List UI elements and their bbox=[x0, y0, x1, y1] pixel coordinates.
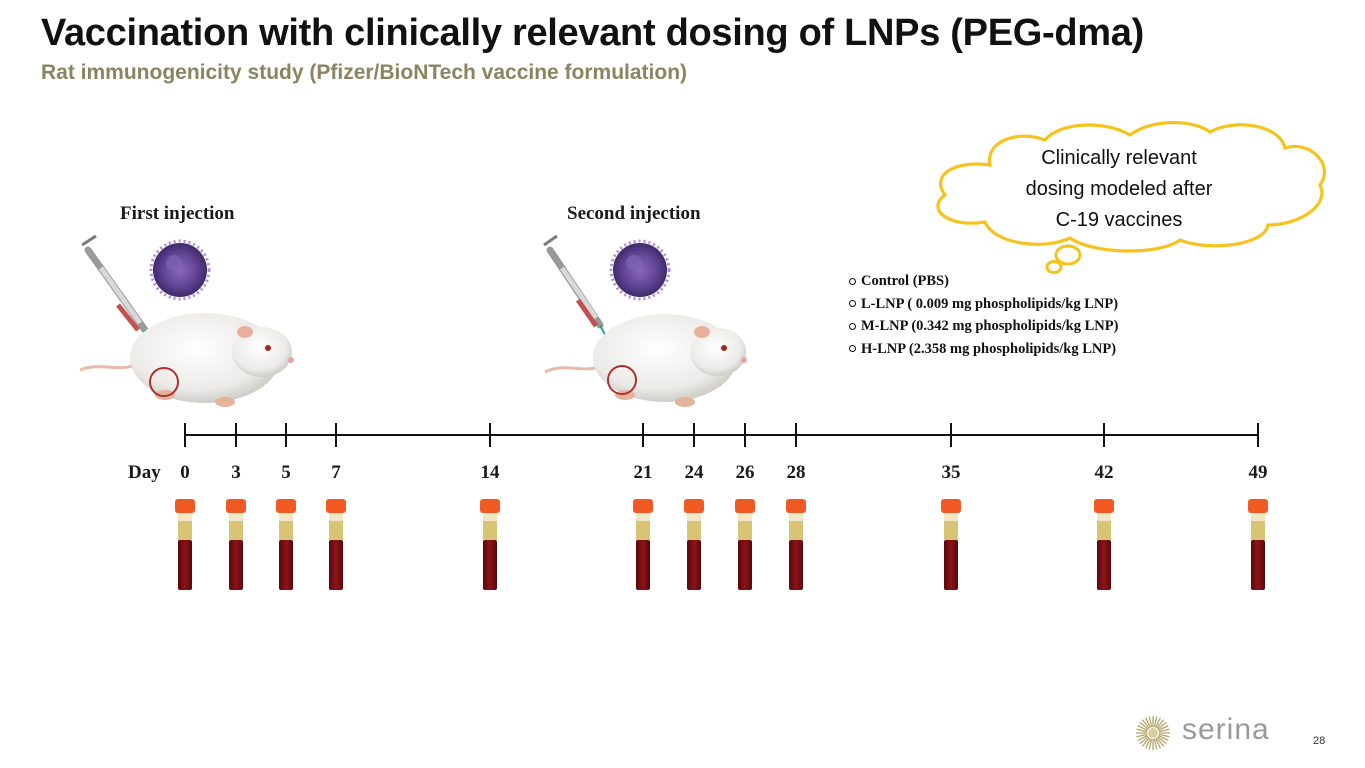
blood-tube-icon bbox=[1094, 499, 1114, 590]
legend-item: Control (PBS) bbox=[849, 270, 1118, 293]
first-injection-illustration bbox=[79, 234, 294, 407]
blood-tube-icon bbox=[480, 499, 500, 590]
blood-tube-icon bbox=[941, 499, 961, 590]
day-label: 0 bbox=[180, 462, 190, 483]
circle-bullet-icon bbox=[849, 322, 856, 330]
first-injection-label: First injection bbox=[120, 203, 235, 224]
legend-item: L-LNP ( 0.009 mg phospholipids/kg LNP) bbox=[849, 293, 1118, 316]
virus-icon bbox=[149, 239, 211, 301]
serina-logo-icon bbox=[1136, 716, 1170, 750]
rat-icon bbox=[79, 313, 294, 407]
day-label: 35 bbox=[941, 462, 961, 483]
day-label: 21 bbox=[633, 462, 653, 483]
blood-tube-icon bbox=[633, 499, 653, 590]
serina-logo-text: serina bbox=[1182, 713, 1270, 746]
day-label: 14 bbox=[480, 462, 500, 483]
callout-line: C-19 vaccines bbox=[1055, 209, 1183, 231]
circle-bullet-icon bbox=[849, 345, 856, 353]
day-label: 42 bbox=[1094, 462, 1114, 483]
slide-title: Vaccination with clinically relevant dos… bbox=[41, 12, 1144, 54]
slide-subtitle: Rat immunogenicity study (Pfizer/BioNTec… bbox=[41, 61, 688, 84]
blood-tube-icon bbox=[175, 499, 195, 590]
blood-tube-icon bbox=[735, 499, 755, 590]
day-label: 24 bbox=[684, 462, 704, 483]
day-label: 3 bbox=[231, 462, 241, 483]
rat-icon bbox=[544, 314, 747, 407]
day-label: 7 bbox=[331, 462, 341, 483]
syringe-icon bbox=[543, 234, 613, 349]
blood-tubes bbox=[175, 499, 1268, 590]
thought-cloud-icon bbox=[936, 121, 1327, 274]
day-label: 26 bbox=[735, 462, 755, 483]
blood-tube-icon bbox=[684, 499, 704, 590]
circle-bullet-icon bbox=[849, 300, 856, 308]
blood-tube-icon bbox=[226, 499, 246, 590]
callout-text: Clinically relevant dosing modeled after… bbox=[990, 143, 1248, 236]
timeline-ticks bbox=[184, 423, 1259, 447]
legend-item: H-LNP (2.358 mg phospholipids/kg LNP) bbox=[849, 338, 1118, 361]
circle-bullet-icon bbox=[849, 277, 856, 285]
blood-tube-icon bbox=[276, 499, 296, 590]
blood-tube-icon bbox=[786, 499, 806, 590]
virus-icon bbox=[609, 239, 671, 301]
blood-tube-icon bbox=[326, 499, 346, 590]
second-injection-label: Second injection bbox=[567, 203, 701, 224]
day-label: 5 bbox=[281, 462, 291, 483]
callout-line: Clinically relevant bbox=[1041, 147, 1197, 169]
second-injection-illustration bbox=[543, 234, 747, 407]
legend-item: M-LNP (0.342 mg phospholipids/kg LNP) bbox=[849, 315, 1118, 338]
day-label: 49 bbox=[1248, 462, 1268, 483]
day-label: 28 bbox=[786, 462, 806, 483]
callout-line: dosing modeled after bbox=[1025, 178, 1213, 200]
group-legend: Control (PBS) L-LNP ( 0.009 mg phospholi… bbox=[849, 270, 1118, 360]
day-prefix-label: Day bbox=[128, 462, 161, 483]
page-number: 28 bbox=[1313, 735, 1326, 747]
blood-tube-icon bbox=[1248, 499, 1268, 590]
